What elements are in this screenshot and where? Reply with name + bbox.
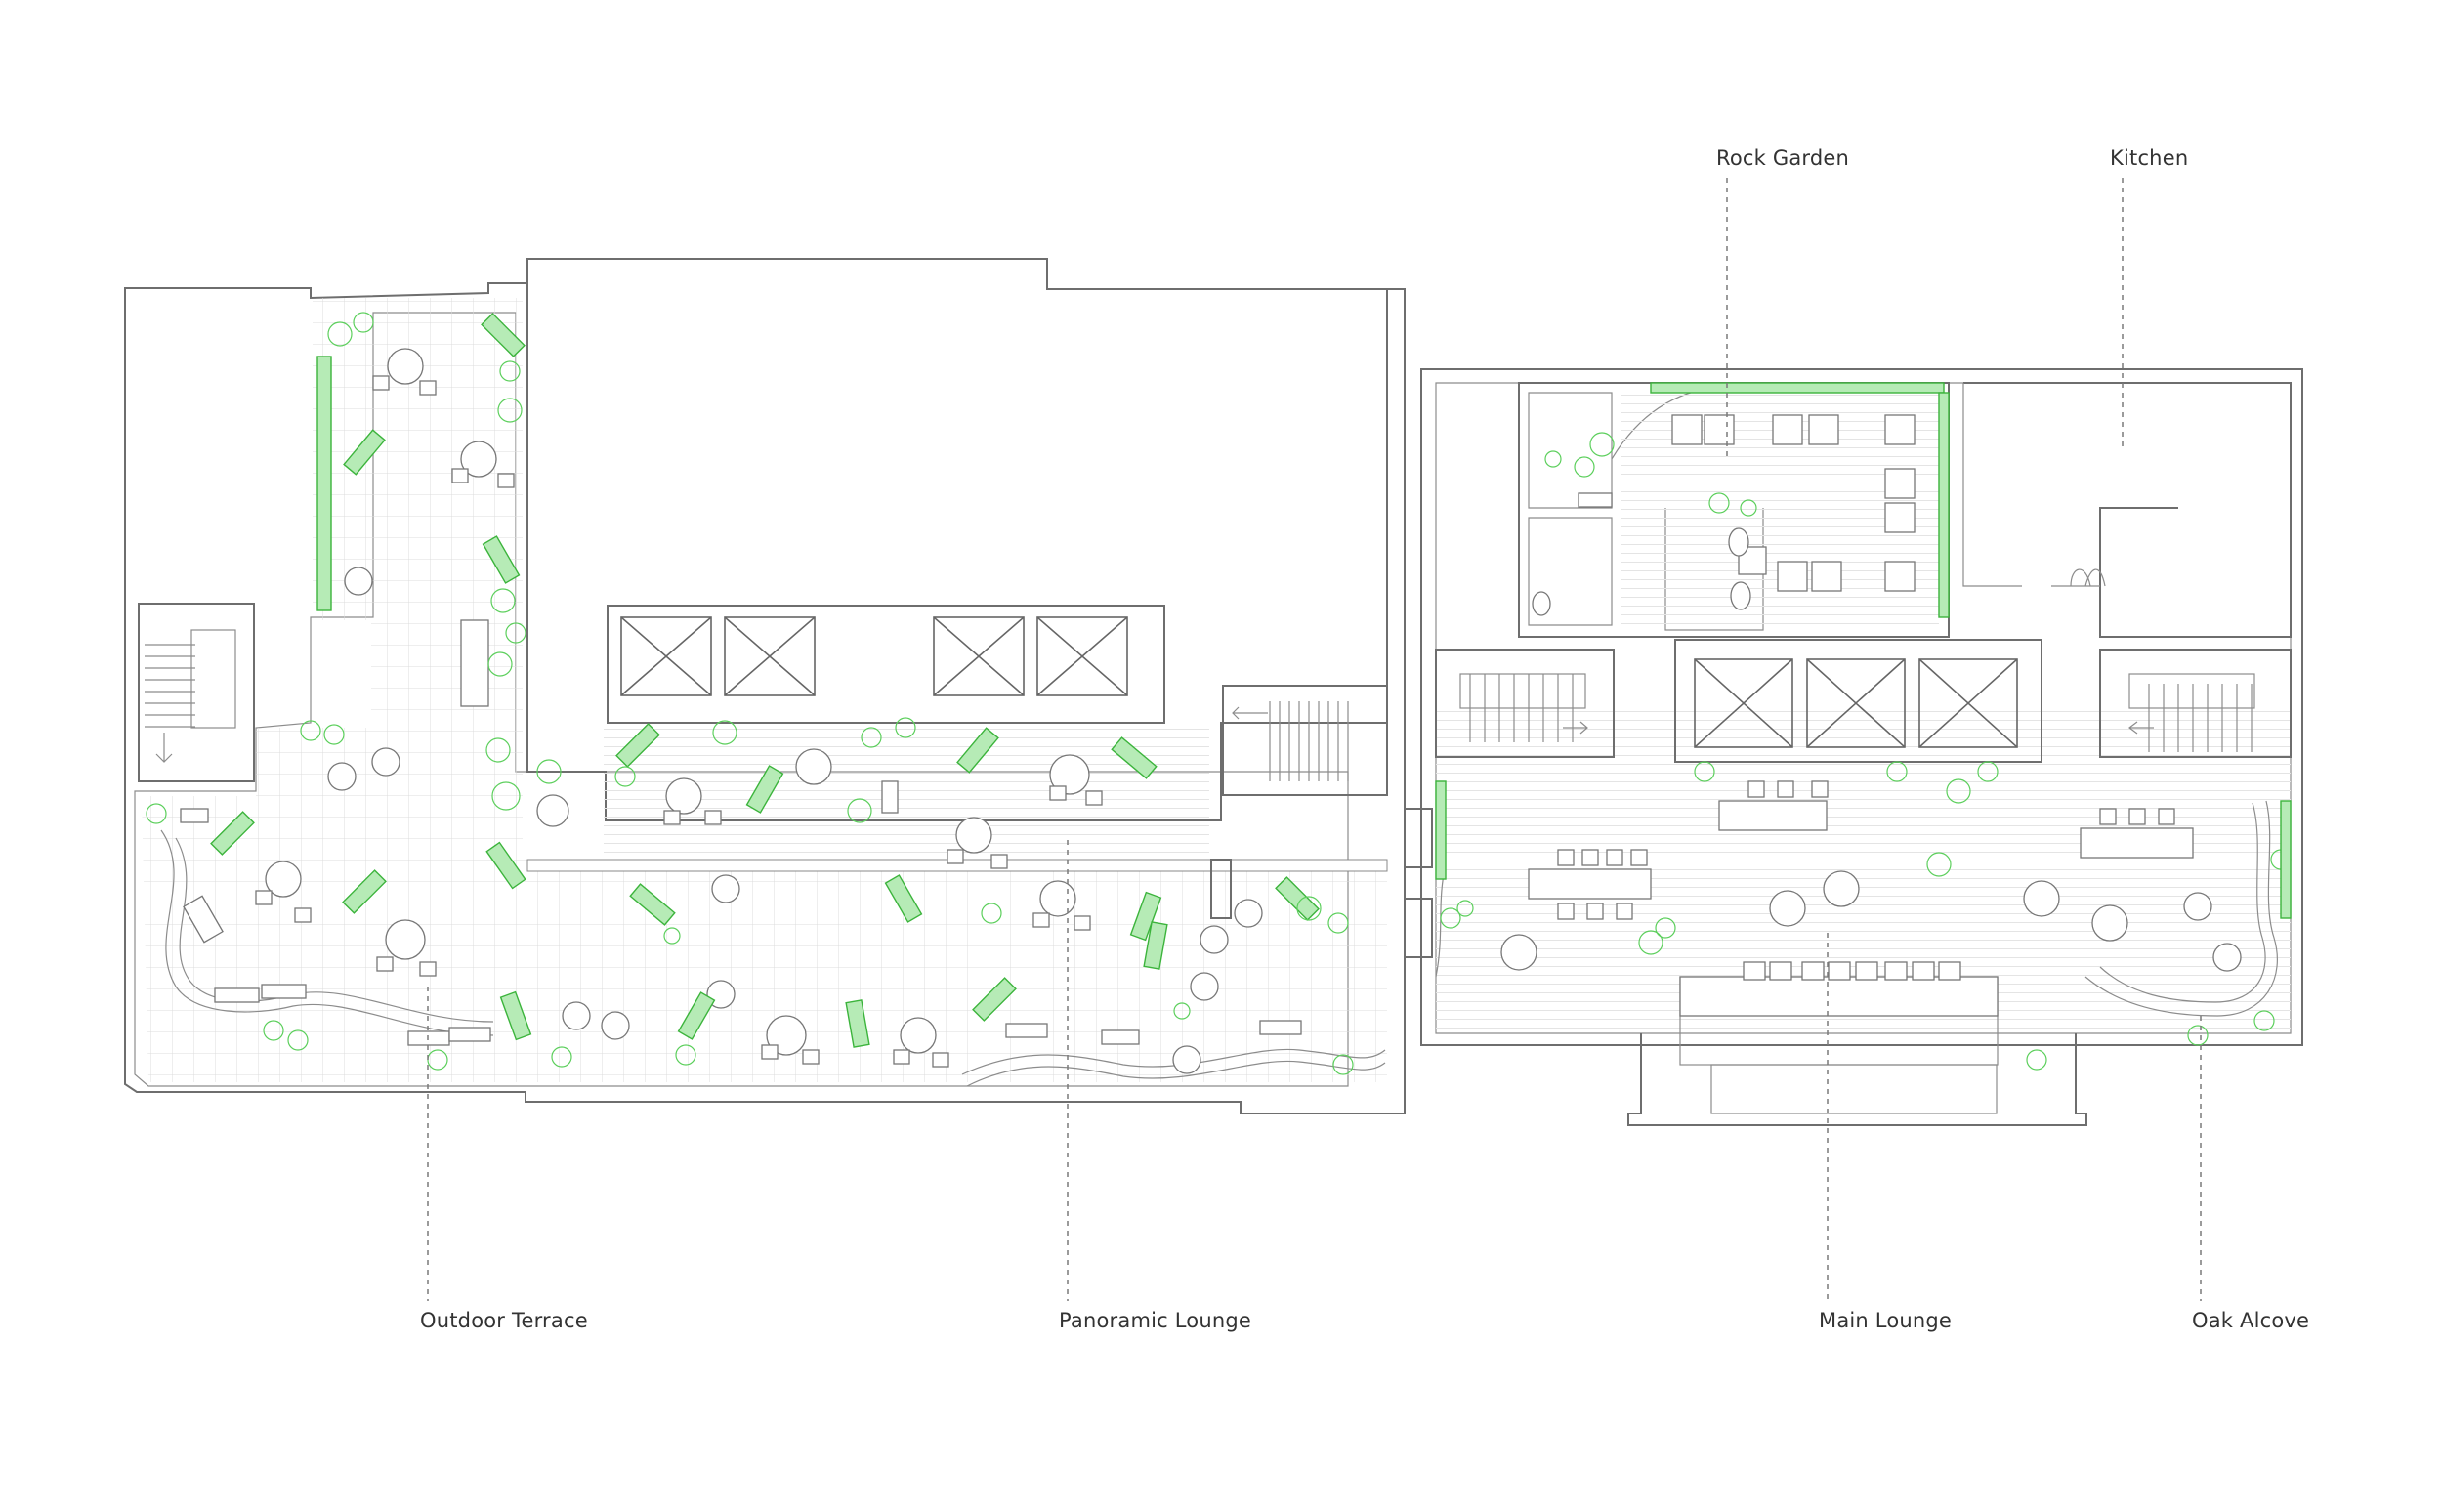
left-shrubs <box>146 312 1354 1075</box>
leader-lines <box>427 178 2202 1301</box>
label-panoramic-lounge: Panoramic Lounge <box>1059 1309 1252 1332</box>
terrace-tables <box>180 348 1302 1074</box>
lounge-tables <box>1500 780 2242 1017</box>
elevators-right <box>1674 639 2042 763</box>
elevators-left <box>607 605 1165 724</box>
left-wing <box>124 258 1433 1114</box>
label-outdoor-terrace: Outdoor Terrace <box>420 1309 588 1332</box>
label-kitchen: Kitchen <box>2110 147 2189 170</box>
label-rock-garden: Rock Garden <box>1716 147 1850 170</box>
label-main-lounge: Main Lounge <box>1819 1309 1953 1332</box>
right-shrubs <box>1440 432 2292 1071</box>
right-wing <box>1420 368 2303 1126</box>
left-stair <box>138 603 255 782</box>
left-planters <box>210 313 1320 1048</box>
label-oak-alcove: Oak Alcove <box>2192 1309 2310 1332</box>
